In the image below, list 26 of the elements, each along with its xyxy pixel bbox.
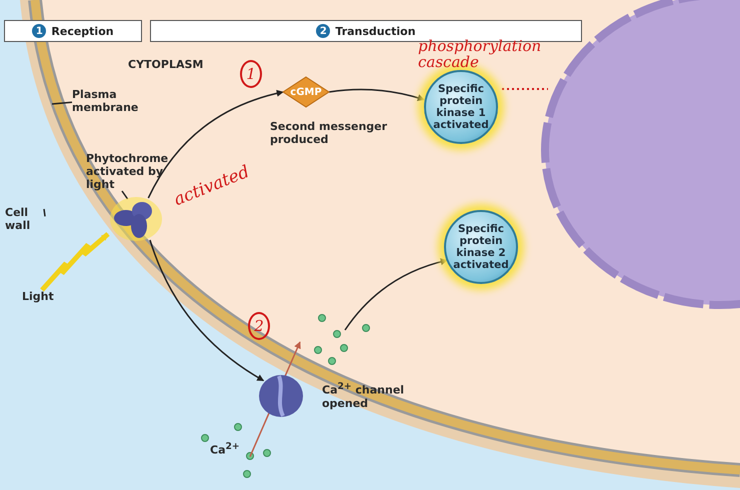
callout-text: Ca$^{2+}$ [210,440,250,457]
caption-text: Second messenger produced [270,120,388,146]
callout-text: Cell wall [5,206,45,232]
callout-text: Plasma membrane [72,88,152,114]
region-label: CYTOPLASM [128,58,204,71]
channel-protein-drawing [258,374,304,418]
number-badge: 1 [32,24,46,38]
leader-line [52,102,72,105]
callout-text: Light [22,290,72,303]
handwritten-note: phosphorylation cascade [418,38,542,70]
arrow [344,258,448,330]
stage-title: Transduction [335,24,416,38]
leader-line [43,208,46,216]
arrow [148,90,284,198]
stage-title: Reception [51,24,114,38]
phytochrome-drawing [108,194,164,244]
number-badge: 2 [316,24,330,38]
leader-line [121,190,128,200]
caption-text: Ca$^{2+}$ channel opened [322,380,406,410]
molecule-diamond: cGMP [282,76,330,108]
circled-number: 2 [248,312,270,340]
arrow [149,240,264,382]
arrow [328,88,425,102]
circled-number: 1 [240,60,262,88]
light-arrow [40,232,110,292]
stage-header [4,20,142,42]
